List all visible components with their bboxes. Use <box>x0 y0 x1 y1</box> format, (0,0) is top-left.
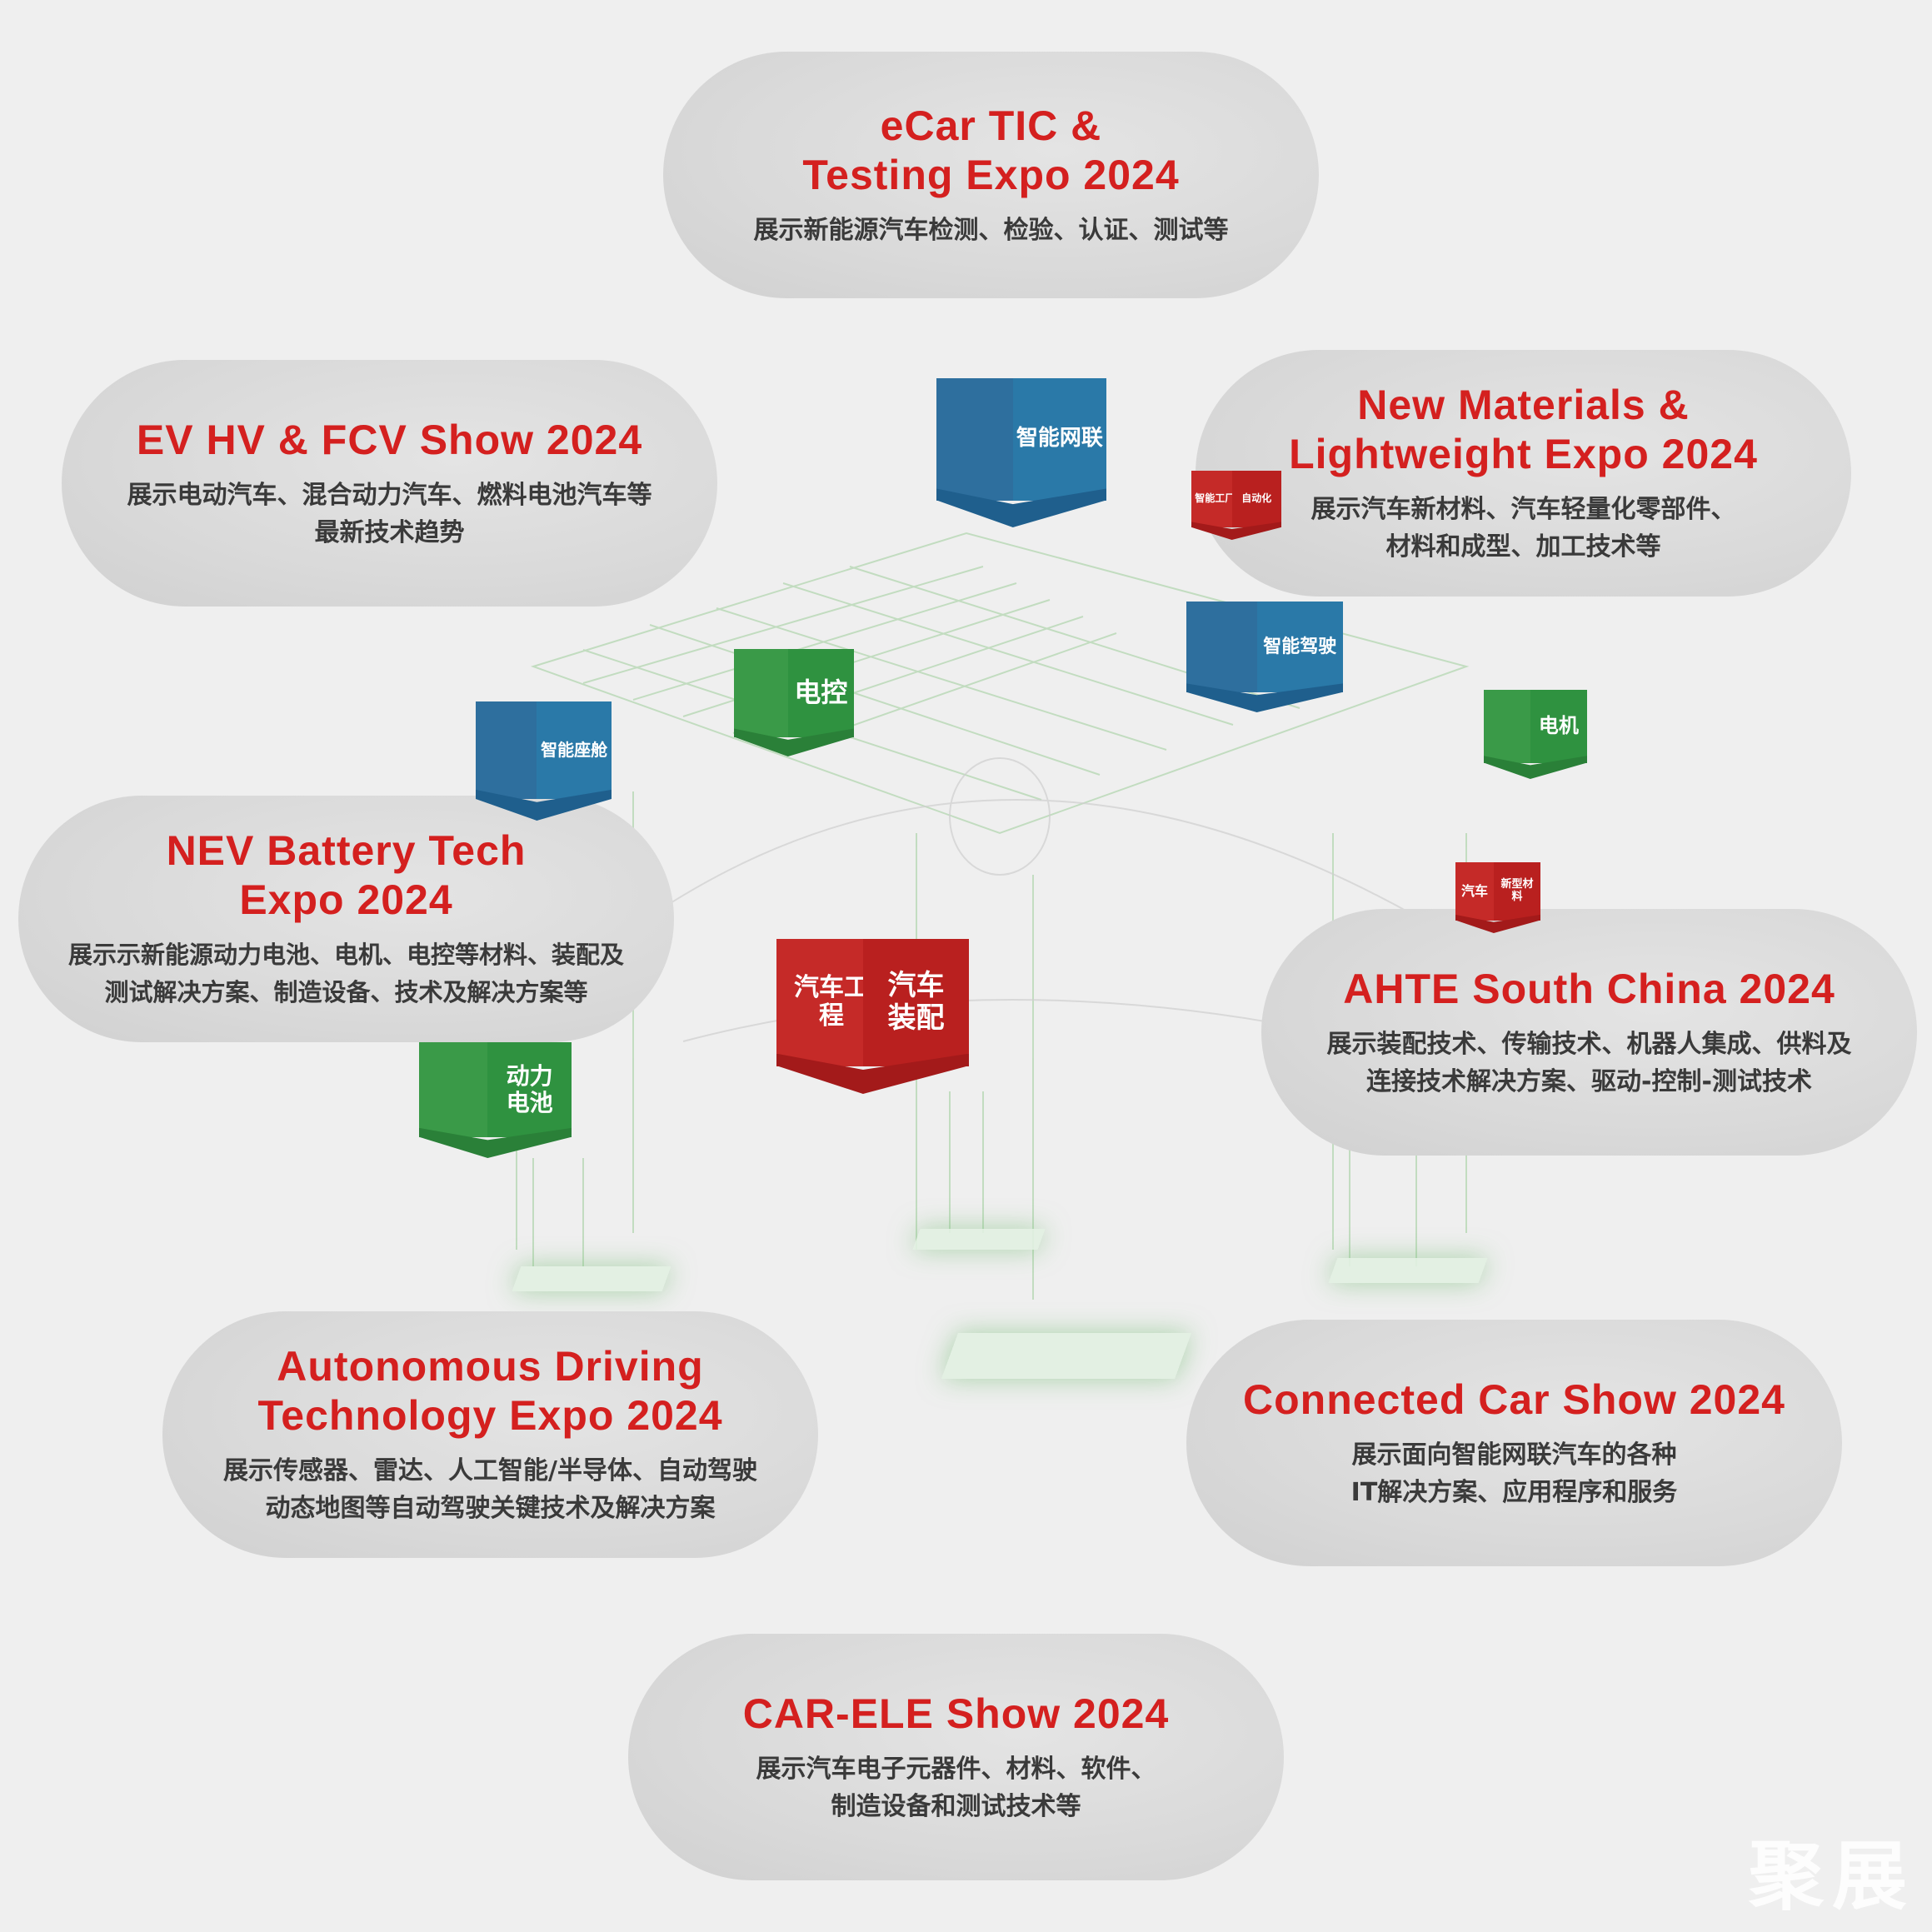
cube-label: 电机 <box>1530 690 1587 763</box>
cube-autonomous: 智能驾驶 <box>1186 602 1343 712</box>
cube-label: 智能工厂 <box>1191 471 1239 528</box>
expo-nev-battery: NEV Battery Tech Expo 2024 展示示新能源动力电池、电机… <box>18 796 674 1042</box>
watermark-logo: 聚展 <box>1749 1833 1915 1920</box>
platform <box>1328 1258 1488 1283</box>
expo-description: 展示电动汽车、混合动力汽车、燃料电池汽车等 最新技术趋势 <box>127 480 652 547</box>
expo-description: 展示汽车新材料、汽车轻量化零部件、 材料和成型、加工技术等 <box>1310 495 1736 562</box>
expo-title: New Materials & Lightweight Expo 2024 <box>1289 382 1758 477</box>
cube-label: 智能网联 <box>1012 378 1106 501</box>
cube-label: 智能座舱 <box>537 701 612 800</box>
cube-auto-assembly: 汽车工程 汽车装配 <box>776 939 969 1094</box>
expo-description: 展示面向智能网联汽车的各种 IT解决方案、应用程序和服务 <box>1350 1440 1678 1507</box>
cube-label: 汽车 <box>1455 862 1494 921</box>
cube-connected: 智能网联 <box>936 378 1106 527</box>
cube-motor: 电机 <box>1484 690 1587 779</box>
expo-title: CAR-ELE Show 2024 <box>742 1690 1170 1737</box>
expo-description: 展示示新能源动力电池、电机、电控等材料、装配及 测试解决方案、制造设备、技术及解… <box>67 941 624 1006</box>
expo-title: NEV Battery Tech Expo 2024 <box>166 827 527 923</box>
cube-left-face <box>476 701 537 800</box>
expo-title: Autonomous Driving Technology Expo 2024 <box>257 1343 723 1439</box>
cube-left-face <box>734 649 788 737</box>
platform <box>512 1266 671 1291</box>
expo-ecar-tic: eCar TIC & Testing Expo 2024 展示新能源汽车检测、检… <box>663 52 1319 298</box>
platform <box>941 1333 1192 1379</box>
expo-description: 展示传感器、雷达、人工智能/半导体、自动驾驶 动态地图等自动驾驶关键技术及解决方… <box>223 1456 757 1523</box>
cube-power-battery: 动力电池 <box>419 1042 572 1158</box>
expo-title: EV HV & FCV Show 2024 <box>136 416 643 463</box>
expo-title: AHTE South China 2024 <box>1343 965 1835 1012</box>
cube-label: 自动化 <box>1231 471 1281 528</box>
expo-car-ele: CAR-ELE Show 2024 展示汽车电子元器件、材料、软件、 制造设备和… <box>628 1634 1284 1880</box>
cube-label: 电控 <box>787 649 854 737</box>
cube-smart-factory: 智能工厂 自动化 <box>1191 471 1281 540</box>
cube-left-face <box>1186 602 1257 693</box>
expo-description: 展示装配技术、传输技术、机器人集成、供料及 连接技术解决方案、驱动-控制-测试技… <box>1326 1029 1852 1096</box>
expo-new-materials: New Materials & Lightweight Expo 2024 展示… <box>1196 350 1851 597</box>
platform <box>912 1229 1046 1250</box>
expo-description: 展示汽车电子元器件、材料、软件、 制造设备和测试技术等 <box>756 1754 1156 1821</box>
cube-smart-cabin: 智能座舱 <box>476 701 612 821</box>
expo-autonomous-driving: Autonomous Driving Technology Expo 2024 … <box>162 1311 818 1558</box>
expo-connected-car: Connected Car Show 2024 展示面向智能网联汽车的各种 IT… <box>1186 1320 1842 1566</box>
cube-label: 智能驾驶 <box>1256 602 1343 693</box>
cube-left-face <box>419 1042 488 1137</box>
cube-label: 汽车装配 <box>862 939 969 1066</box>
cube-left-face <box>1484 690 1530 763</box>
expo-title: eCar TIC & Testing Expo 2024 <box>802 102 1180 198</box>
cube-e-control: 电控 <box>734 649 854 756</box>
expo-title: Connected Car Show 2024 <box>1243 1375 1785 1423</box>
cube-left-face <box>936 378 1013 501</box>
expo-description: 展示新能源汽车检测、检验、认证、测试等 <box>753 215 1229 245</box>
expo-ahte-south-china: AHTE South China 2024 展示装配技术、传输技术、机器人集成、… <box>1261 909 1917 1156</box>
cube-label: 新型材料 <box>1493 862 1540 921</box>
expo-ev-hv-fcv: EV HV & FCV Show 2024 展示电动汽车、混合动力汽车、燃料电池… <box>62 360 717 607</box>
cube-new-materials: 汽车 新型材料 <box>1455 862 1540 933</box>
cube-label: 动力电池 <box>487 1042 572 1137</box>
